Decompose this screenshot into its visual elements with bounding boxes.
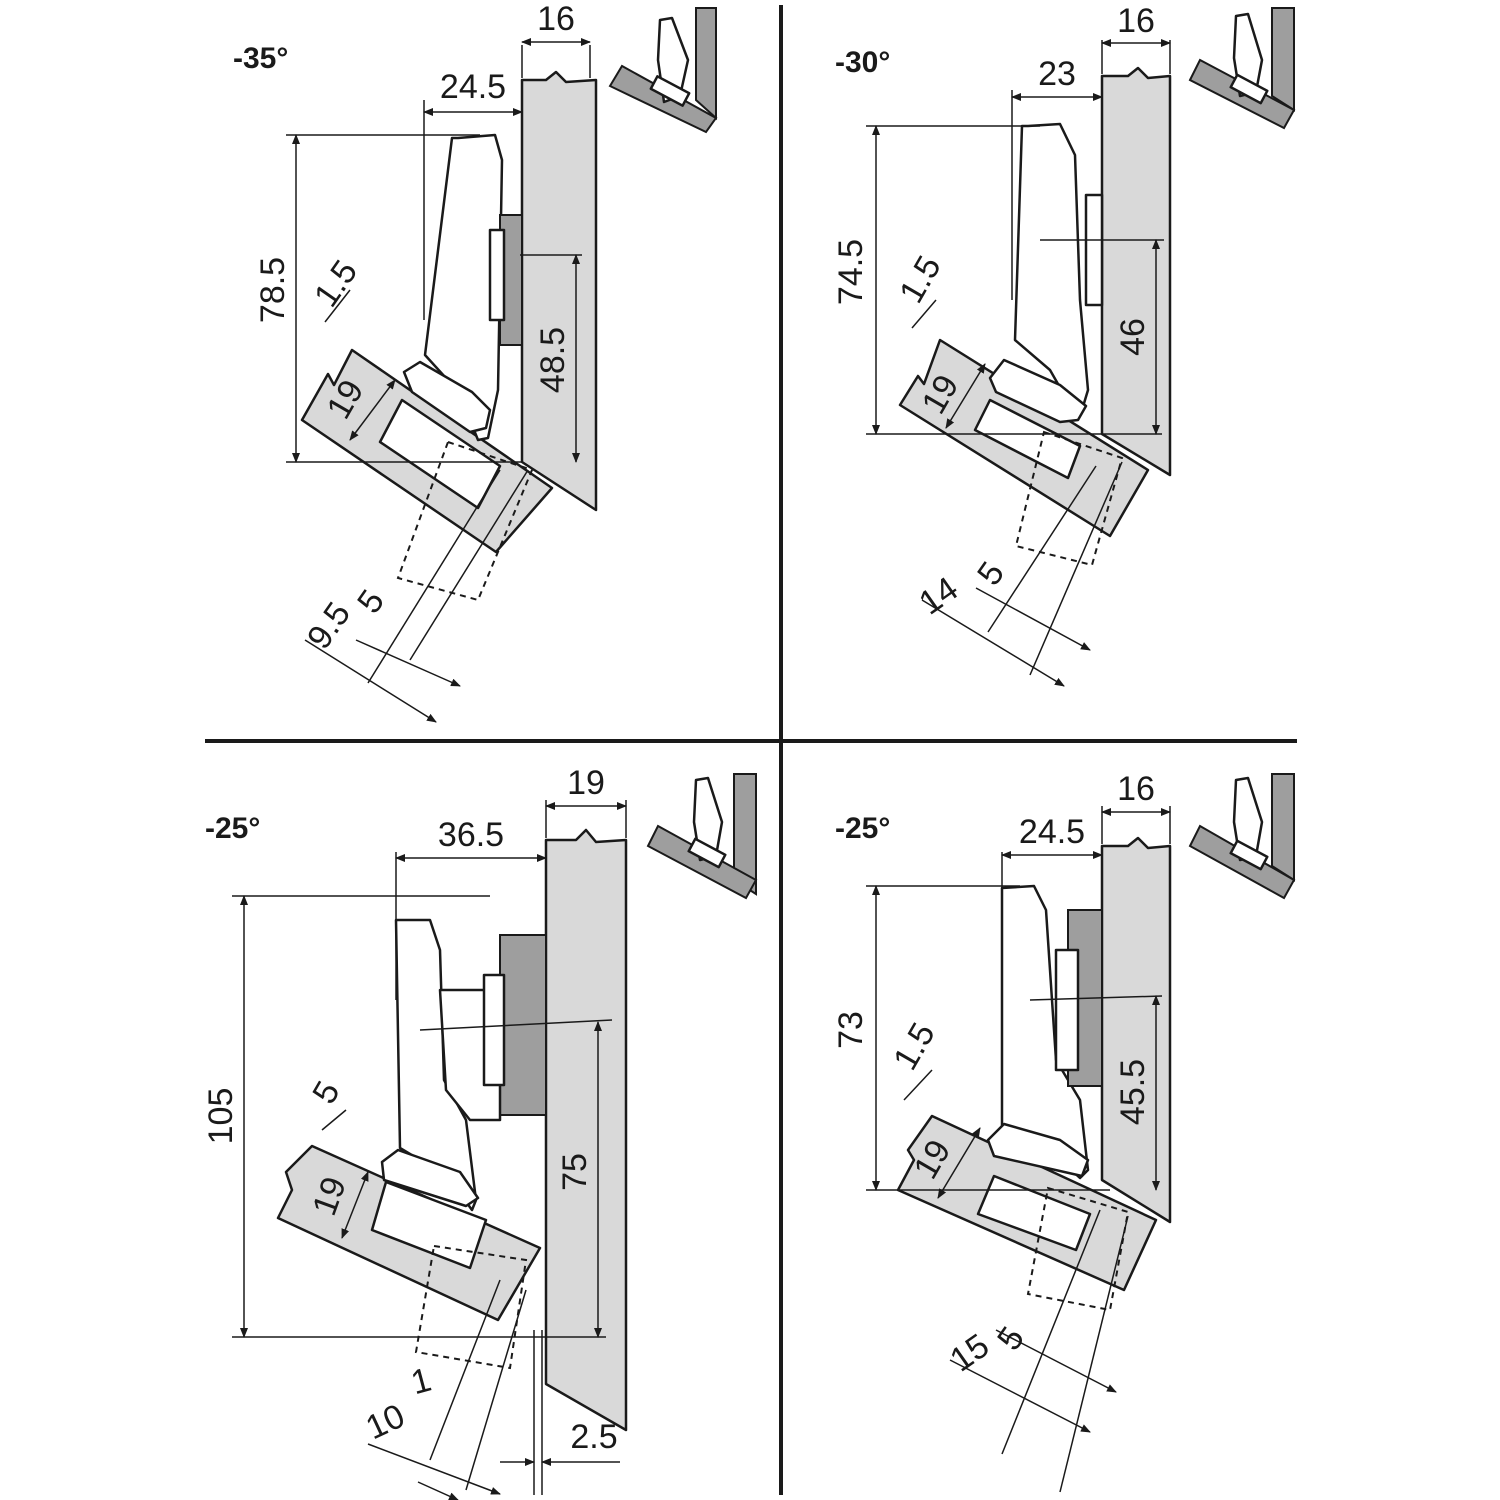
panel-1-hinge-arm: [423, 133, 504, 442]
panel-2-dim-14: 14: [912, 570, 965, 623]
panel-3-cup-outline: [414, 1244, 528, 1370]
panel-4-dim-top: 16: [1117, 770, 1155, 808]
panel-4-cup-outline: [1026, 1186, 1130, 1312]
panel-4-dim-height: 73: [832, 1011, 870, 1049]
panel-4-cabinet-side: [1100, 836, 1172, 1224]
panel-1-dim-gap: 1.5: [307, 253, 365, 314]
panel-1-cup-outline: [396, 440, 534, 602]
panel-4-dim-offset: 24.5: [1019, 813, 1085, 851]
panel-minus-25-a: -25° 19 36.5 105 75 5 19: [202, 764, 758, 1500]
panel-4-dim-5: 5: [990, 1320, 1032, 1357]
panel-4-dim-mount: 45.5: [1114, 1059, 1152, 1125]
panel-3-dim-1: 1: [407, 1361, 435, 1403]
panel-2-cup-outline: [1014, 430, 1124, 567]
panel-3-dim-10: 10: [360, 1397, 410, 1447]
panel-4-dim-gap: 1.5: [886, 1017, 943, 1077]
panel-3-dim-height: 105: [202, 1088, 240, 1145]
panel-3-dim-top: 19: [567, 764, 605, 802]
panel-2-thumbnail: [1188, 7, 1296, 130]
panel-2-dim-gap: 1.5: [892, 250, 949, 310]
panel-3-angle: -25°: [205, 812, 260, 845]
panel-2-angle: -30°: [835, 46, 890, 79]
panel-2-dim-offset: 23: [1038, 55, 1076, 93]
panel-2-hinge-arm: [1013, 122, 1090, 412]
panel-2-mounting-plate: [1084, 193, 1104, 307]
panel-1-dim-9-5: 9.5: [300, 595, 358, 656]
panel-2-dim-height: 74.5: [832, 239, 870, 305]
panel-minus-30: -30° 16 23 74.5 46 1.5 19 5 14: [832, 2, 1296, 687]
panel-3-dim-offset: 36.5: [438, 816, 504, 854]
panel-4-dim-15: 15: [943, 1327, 996, 1380]
panel-1-dim-offset: 24.5: [440, 68, 506, 106]
panel-1-cabinet-side: [520, 70, 598, 512]
panel-1-dim-height: 78.5: [254, 257, 292, 323]
panel-3-dim-2-5: 2.5: [570, 1418, 617, 1456]
panel-4-thumbnail: [1188, 773, 1296, 900]
panel-minus-25-b: -25° 16 24.5 73 45.5 1.5 19 5 15: [832, 770, 1296, 1493]
panel-2-dim-top: 16: [1117, 2, 1155, 40]
panel-3-dim-mount: 75: [556, 1153, 594, 1191]
panel-2-cabinet-side: [1100, 66, 1172, 477]
panel-3-dim-gap: 5: [305, 1075, 347, 1110]
panel-4-angle: -25°: [835, 812, 890, 845]
panel-2-dim-mount: 46: [1114, 318, 1152, 356]
panel-1-thumbnail: [608, 7, 718, 134]
panel-3-thumbnail: [646, 773, 758, 900]
panel-2-dim-5: 5: [970, 555, 1012, 592]
panel-1-dim-top: 16: [537, 0, 575, 38]
panel-1-dim-5: 5: [350, 583, 392, 620]
panel-1-angle: -35°: [233, 42, 288, 75]
panel-1-dim-mount: 48.5: [534, 327, 572, 393]
panel-3-cabinet-side: [544, 828, 628, 1432]
panel-minus-35: -35° 16 24.5 78.5 48.5 1.5 19: [233, 0, 718, 723]
